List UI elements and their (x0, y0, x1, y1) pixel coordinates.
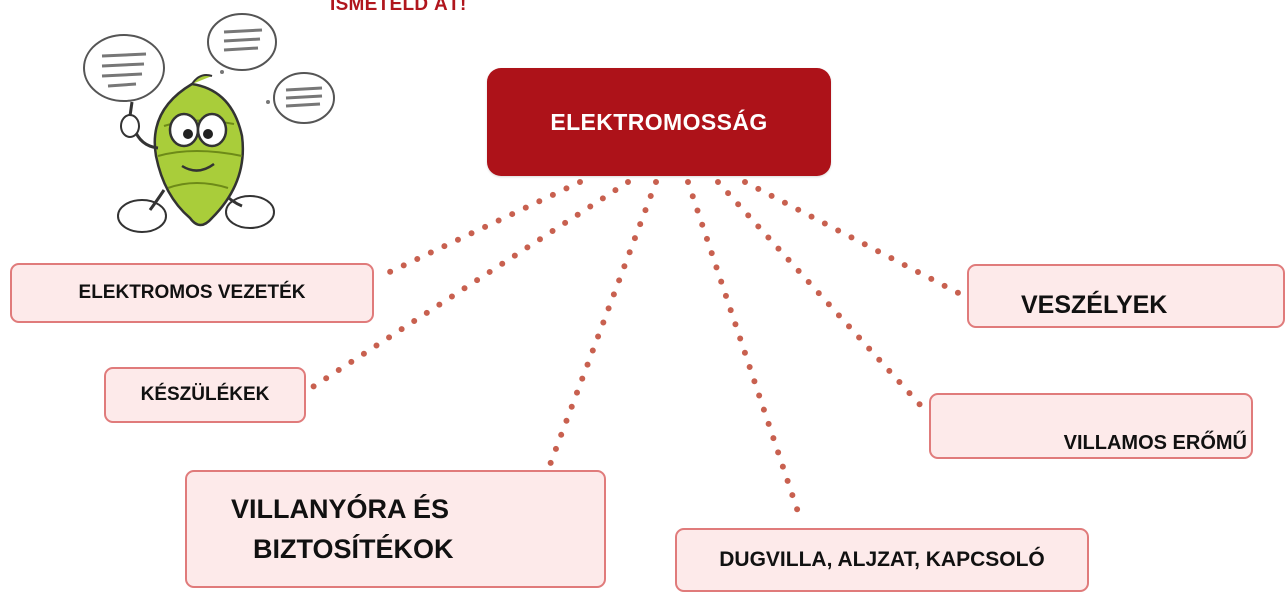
connector-veszelyek (742, 179, 971, 301)
node-keszulekek: KÉSZÜLÉKEK (104, 367, 306, 423)
node-label: ELEKTROMOS VEZETÉK (78, 282, 306, 303)
node-label-line2: BIZTOSÍTÉKOK (253, 534, 454, 564)
node-dugvilla-aljzat-kapcsolo: DUGVILLA, ALJZAT, KAPCSOLÓ (675, 528, 1089, 592)
hop-mascot-icon (83, 13, 335, 233)
central-topic-label: ELEKTROMOSSÁG (550, 108, 768, 135)
node-label: DUGVILLA, ALJZAT, KAPCSOLÓ (719, 548, 1045, 571)
node-label: VESZÉLYEK (1021, 291, 1168, 319)
speech-bubble-icon (83, 34, 165, 102)
node-label-line1: VILLANYÓRA ÉS (231, 493, 450, 524)
node-elektromos-vezetek: ELEKTROMOS VEZETÉK (10, 263, 374, 323)
node-villanyora-es-biztositekok: VILLANYÓRA ÉS BIZTOSÍTÉKOK (185, 470, 606, 588)
page-heading: ISMÉTELD ÁT! (330, 0, 467, 15)
node-label: KÉSZÜLÉKEK (140, 384, 270, 405)
connector-dugvilla (685, 179, 803, 521)
central-topic-box: ELEKTROMOSSÁG (487, 68, 831, 176)
node-label: VILLAMOS ERŐMŰ (1063, 432, 1247, 454)
node-veszelyek: VESZÉLYEK (967, 264, 1285, 328)
connector-villanyora (545, 179, 659, 473)
node-villamos-eromu: VILLAMOS ERŐMŰ (929, 393, 1253, 459)
speech-bubble-icon (207, 13, 277, 71)
connector-villamos-eromu (715, 179, 926, 411)
speech-bubble-icon (273, 72, 335, 124)
connector-elektromos-vezetek (374, 179, 583, 281)
